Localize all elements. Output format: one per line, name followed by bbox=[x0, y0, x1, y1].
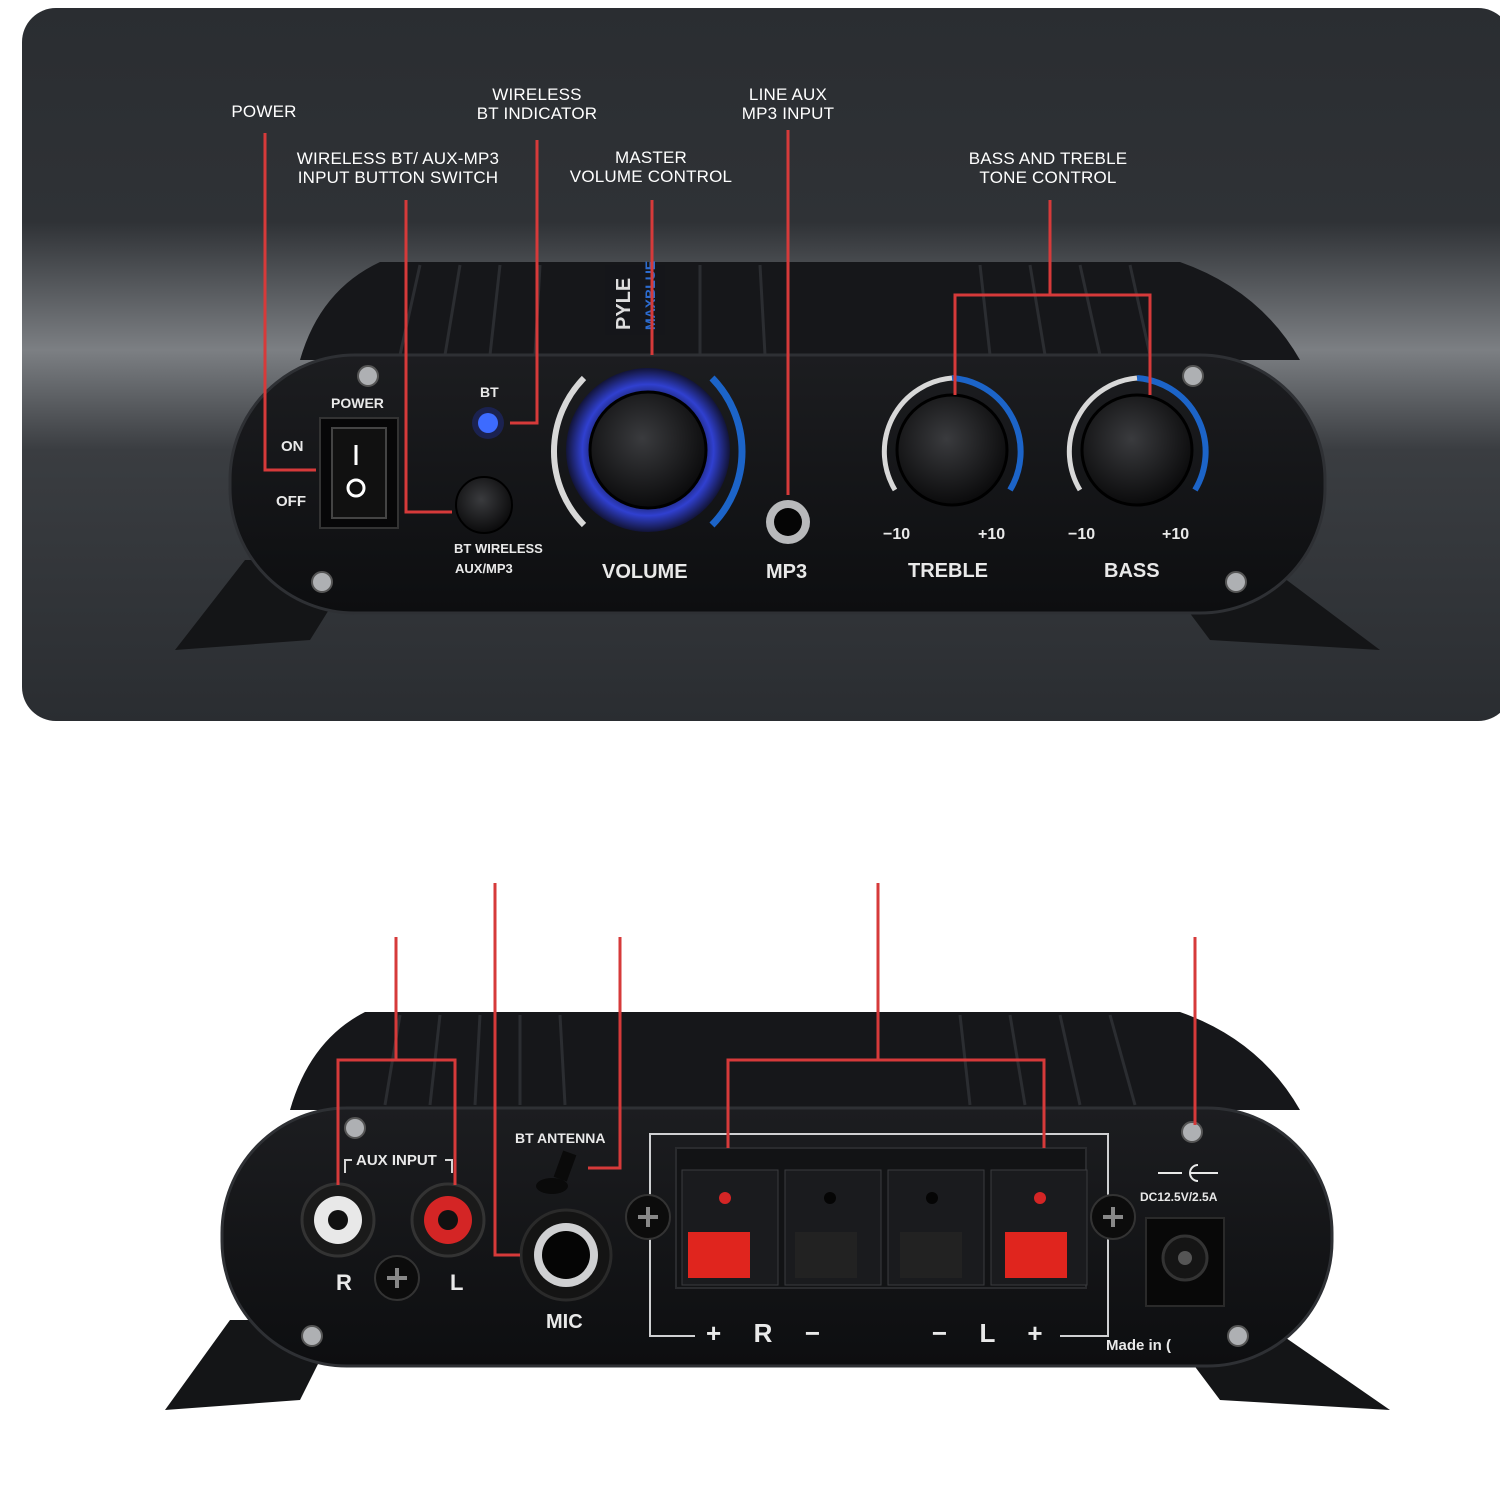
callout-aux-rca: AUX RCA STEREO INPUT bbox=[333, 888, 462, 926]
screw-icon bbox=[301, 1117, 1249, 1347]
treble-min-label: −10 bbox=[883, 526, 911, 543]
mic-jack[interactable] bbox=[519, 1208, 613, 1302]
callout-tone-control: BASS AND TREBLE TONE CONTROL bbox=[968, 149, 1128, 187]
on-label: ON bbox=[281, 438, 304, 455]
mp3-label: MP3 bbox=[766, 561, 808, 583]
aux-input-bracket bbox=[344, 1159, 453, 1173]
dc-polarity-icon bbox=[1158, 1164, 1218, 1182]
power-label: POWER bbox=[331, 395, 384, 411]
callout-input-switch: WIRELESS BT/ AUX-MP3 INPUT BUTTON SWITCH bbox=[296, 149, 500, 187]
callout-line-aux: LINE AUX MP3 INPUT bbox=[741, 85, 835, 123]
terminal-polarity-labels: + R − − L + bbox=[706, 1318, 1049, 1348]
front-callout-lines bbox=[263, 130, 1152, 514]
callout-bt-indicator: WIRELESS BT INDICATOR bbox=[476, 85, 598, 123]
svg-text:PYLE: PYLE bbox=[613, 278, 635, 330]
bt-antenna-label: BT ANTENNA bbox=[515, 1130, 606, 1146]
svg-text:MAXBLUE: MAXBLUE bbox=[642, 261, 658, 330]
treble-label: TREBLE bbox=[908, 560, 988, 582]
r-label: R bbox=[336, 1270, 352, 1295]
treble-knob[interactable] bbox=[881, 375, 1024, 507]
aux-input-label: AUX INPUT bbox=[356, 1152, 437, 1169]
dc-rating-label: DC12.5V/2.5A bbox=[1140, 1190, 1218, 1204]
callout-master-volume: MASTER VOLUME CONTROL bbox=[569, 148, 733, 186]
mic-label: MIC bbox=[546, 1311, 583, 1333]
speaker-terminal-block bbox=[649, 1133, 1109, 1337]
callout-power: POWER bbox=[231, 102, 297, 121]
dc-input-jack[interactable] bbox=[1145, 1217, 1225, 1307]
callout-dc-input: DC 12 INPUT bbox=[1141, 907, 1249, 926]
bt-indicator-led bbox=[472, 407, 504, 439]
rca-jack-r[interactable] bbox=[300, 1182, 376, 1258]
treble-max-label: +10 bbox=[978, 526, 1006, 543]
screw-icon bbox=[625, 1194, 1136, 1240]
pyle-logo-icon: PYLE MAXBLUE bbox=[605, 261, 665, 335]
rca-jack-l[interactable] bbox=[410, 1182, 486, 1258]
rear-callout-lines bbox=[336, 883, 1197, 1257]
input-switch-button[interactable] bbox=[455, 476, 513, 534]
l-label: L bbox=[450, 1270, 464, 1295]
bass-knob[interactable] bbox=[1066, 375, 1209, 507]
bt-label: BT bbox=[480, 384, 499, 400]
bt-antenna bbox=[536, 1150, 577, 1194]
off-label: OFF bbox=[276, 493, 306, 510]
bass-max-label: +10 bbox=[1162, 526, 1190, 543]
mp3-jack[interactable] bbox=[766, 500, 810, 544]
volume-label: VOLUME bbox=[602, 561, 688, 583]
screw-icon bbox=[374, 1255, 420, 1301]
bt-wireless-label: BT WIRELESS bbox=[454, 541, 543, 556]
power-switch[interactable] bbox=[319, 417, 399, 529]
aux-mp3-label: AUX/MP3 bbox=[455, 561, 513, 576]
bass-label: BASS bbox=[1104, 560, 1160, 582]
callout-bt-antenna: WIRELESS BT ANTENNA bbox=[565, 888, 675, 926]
bass-min-label: −10 bbox=[1068, 526, 1096, 543]
callout-speaker-terminals: PUSH TYPE SPEAKER L/R TERMINALS bbox=[785, 835, 971, 873]
made-in-label: Made in ( bbox=[1106, 1337, 1172, 1354]
screw-icon bbox=[311, 365, 1247, 593]
volume-knob[interactable] bbox=[550, 368, 746, 532]
callout-mic-jack: 1/4" MIC INPUT JACK bbox=[442, 835, 544, 873]
